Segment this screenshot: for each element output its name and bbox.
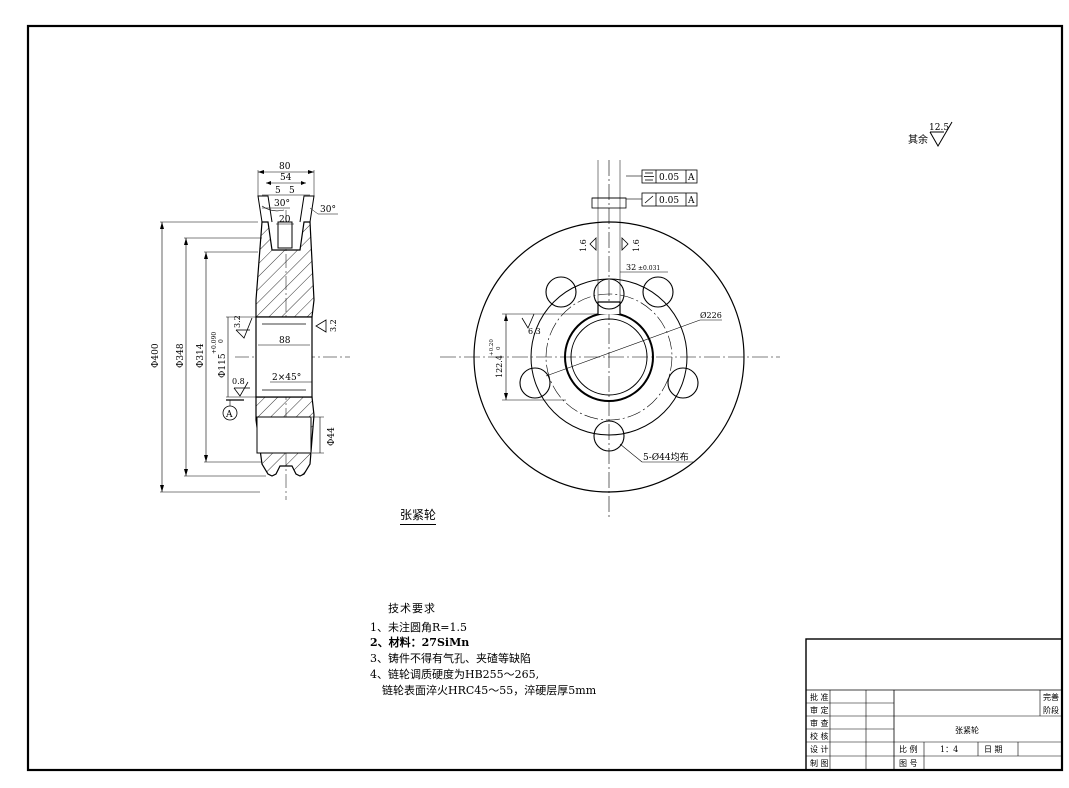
front-view: 0.05 A 0.05 A 1.6 1.6 32 ±0.031 122.4 +0… [440, 160, 780, 520]
outer-rim-circle [473, 221, 745, 493]
bolt-hole-1 [593, 278, 625, 310]
roughness-3.2-left: 3.2 [233, 315, 242, 328]
requirement-4: 4、链轮调质硬度为HB255～265, [370, 668, 540, 681]
scale-value: 1：4 [940, 745, 958, 754]
keyway [597, 301, 621, 314]
dim-5-left: 5 [275, 186, 281, 196]
tol-run-datum: A [687, 196, 695, 206]
angle-30-left: 30° [274, 199, 290, 209]
keyway-tol: ±0.031 [638, 265, 660, 272]
key-depth-lower: 0 [496, 346, 502, 350]
label-draw: 制 图 [810, 758, 829, 768]
bolt-hole-3 [667, 367, 699, 399]
drawing-frame [26, 24, 1064, 772]
part-title: 张紧轮 [400, 506, 437, 525]
requirement-2: 2、材料：27SiMn [370, 636, 470, 649]
chamfer-note: 2×45° [272, 373, 301, 383]
dim-bore-115: Φ115 [218, 353, 228, 378]
requirement-4-cont: 链轮表面淬火HRC45～55，淬硬层厚5mm [382, 684, 597, 697]
key-depth-upper: +0.20 [489, 339, 495, 356]
key-depth: 122.4 [495, 355, 504, 378]
label-approve: 批 准 [810, 692, 829, 702]
tolerance-frame-runout: 0.05 A [626, 192, 698, 207]
requirement-3: 3、铸件不得有气孔、夹碴等缺陷 [370, 652, 531, 665]
hub-bore [255, 316, 313, 398]
label-check: 校 核 [810, 731, 829, 741]
bolt-circle-dia: Ø226 [700, 311, 722, 320]
bolt-hole-5 [593, 420, 625, 452]
dim-width-54: 54 [280, 173, 292, 183]
requirements-title: 技术要求 [388, 602, 436, 615]
angle-30-right: 30° [320, 205, 336, 215]
bolt-hole-2 [642, 276, 674, 308]
finish-prefix: 其余 [908, 133, 928, 146]
drawing-no-label: 图 号 [899, 759, 918, 768]
roughness-1.6-right: 1.6 [632, 239, 641, 252]
roughness-3.2-right: 3.2 [329, 319, 338, 332]
roughness-0.8: 0.8 [232, 377, 245, 386]
tolerance-frame-symmetry: 0.05 A [626, 169, 698, 184]
tol-sym-datum: A [687, 173, 695, 183]
bolt-circle [545, 293, 673, 421]
dim-bore-lower: 0 [218, 339, 225, 343]
dim-slot-20: 20 [279, 215, 291, 225]
web-hole [256, 416, 312, 454]
section-view: 80 54 5 5 30° 30° 20 Φ400 Φ348 [151, 162, 350, 500]
block-part-name: 张紧轮 [955, 725, 979, 735]
bolt-hole-4 [519, 367, 551, 399]
roughness-1.6-left: 1.6 [579, 239, 588, 252]
tol-sym-value: 0.05 [659, 173, 679, 183]
keyway-width: 32 [626, 263, 636, 272]
bolt-hole-6 [545, 276, 577, 308]
dim-dia-400: Φ400 [151, 343, 161, 368]
dim-dia-314: Φ314 [196, 343, 206, 368]
bore-circle-inner [570, 318, 648, 396]
roughness-6.3: 6.3 [528, 327, 541, 336]
dim-hole-44: Φ44 [327, 427, 337, 446]
tol-run-value: 0.05 [659, 196, 679, 206]
holes-note: 5-Ø44均布 [643, 451, 689, 463]
title-block [805, 638, 1063, 771]
stage-line-2: 阶段 [1043, 705, 1059, 715]
finish-value: 12.5 [929, 123, 949, 133]
dim-bore-upper: +0.090 [211, 332, 218, 354]
label-review: 审 查 [810, 718, 829, 728]
requirement-1: 1、未注圆角R=1.5 [370, 621, 467, 634]
title-block-text: 批 准 审 定 审 查 校 核 设 计 制 图 张紧轮 完善 阶段 比 例 1：… [810, 692, 1059, 768]
label-finalize: 审 定 [810, 705, 829, 715]
surface-finish-note: 其余 12.5 [908, 121, 953, 147]
label-design: 设 计 [810, 744, 829, 754]
dim-5-right: 5 [289, 186, 295, 196]
stage-line-1: 完善 [1043, 692, 1059, 702]
scale-label: 比 例 [899, 744, 918, 754]
dim-dia-348: Φ348 [176, 343, 186, 368]
dim-hub-88: 88 [279, 336, 291, 346]
date-label: 日 期 [984, 745, 1003, 754]
datum-a: A [225, 410, 233, 420]
dim-width-80: 80 [279, 162, 291, 172]
